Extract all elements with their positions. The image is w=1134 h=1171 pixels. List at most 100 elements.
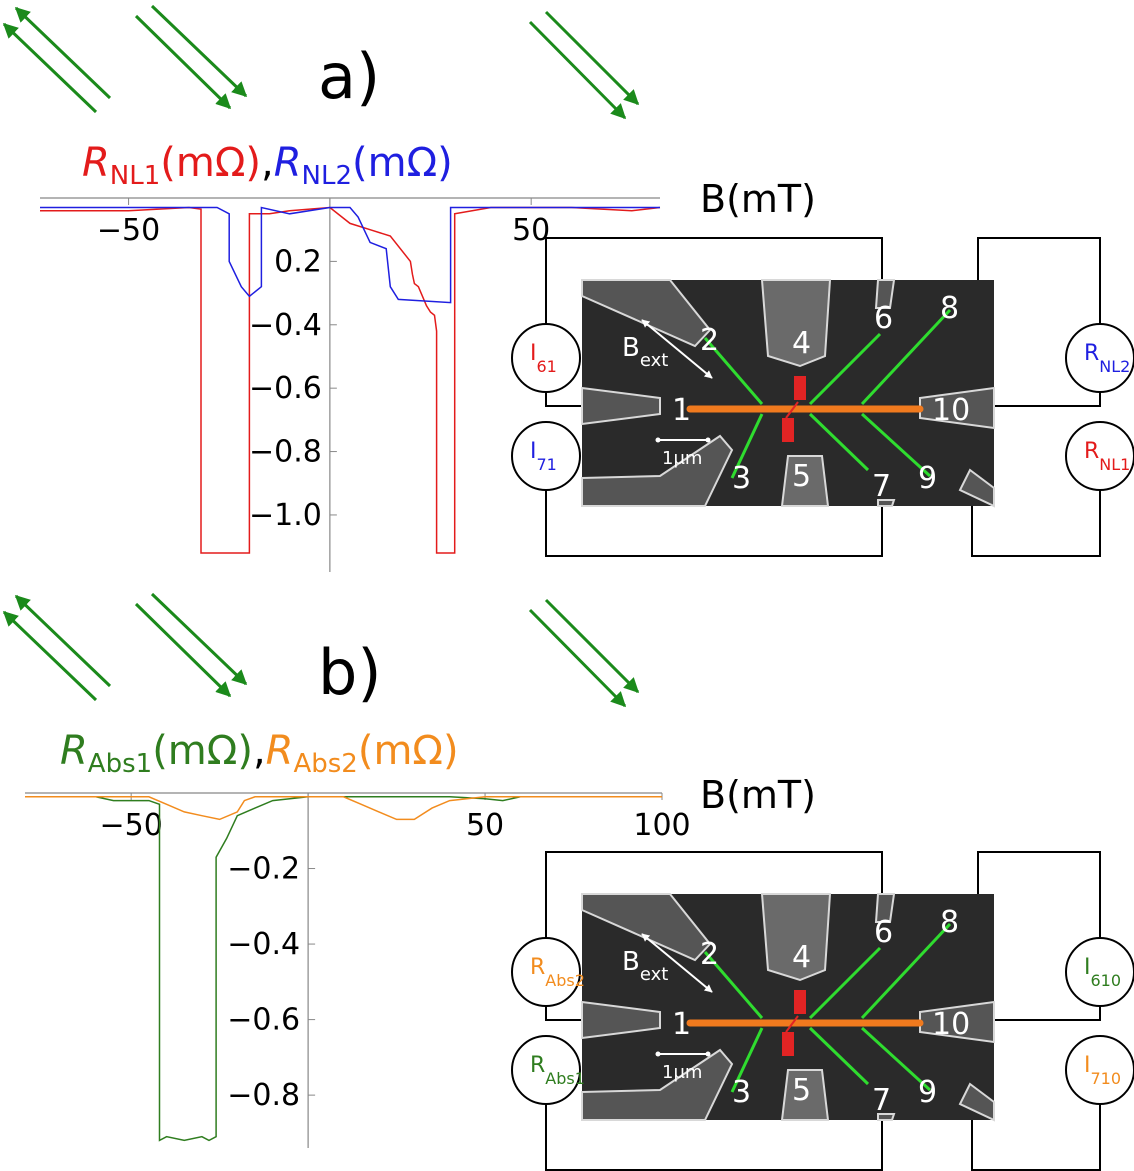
electrode-7-pad <box>877 499 896 507</box>
scale-bar-end <box>655 437 661 443</box>
electrode-5 <box>780 1069 830 1121</box>
panel-a-ylabel: RNL1(mΩ),RNL2(mΩ) <box>82 140 453 191</box>
meter-sub: 71 <box>537 455 557 474</box>
y-tick-label: −0.8 <box>227 1078 300 1113</box>
meter-sub: 61 <box>537 357 557 376</box>
contact-label-3: 3 <box>732 1075 751 1110</box>
series-line-r-abs1 <box>25 796 662 1142</box>
y-tick-label: −0.8 <box>249 435 322 470</box>
contact-label-1: 1 <box>672 393 691 428</box>
meter-label: RNL2 <box>1084 341 1130 376</box>
electrode-7-pad <box>877 1113 896 1121</box>
field-arrow <box>14 6 112 100</box>
field-arrow <box>2 610 98 702</box>
ylabel-b-s1-sub: Abs1 <box>88 749 152 779</box>
red-electrode-bottom <box>782 1032 794 1056</box>
field-arrow <box>134 602 232 698</box>
field-arrow <box>150 4 248 98</box>
contact-label-4: 4 <box>792 326 811 361</box>
field-arrow <box>134 14 232 110</box>
electrode-9 <box>958 468 995 508</box>
meter-label: RAbs1 <box>530 1053 585 1088</box>
ylabel-b-s1-unit: (mΩ) <box>152 728 253 774</box>
b-ext-label: Bext <box>622 947 668 985</box>
x-tick-label: −50 <box>100 808 163 843</box>
ylabel-a-sep: , <box>261 140 274 186</box>
lead-2 <box>703 337 764 405</box>
field-arrow <box>528 20 627 120</box>
meter-main: I <box>530 341 537 366</box>
red-connector <box>785 1015 799 1033</box>
y-tick-label: −0.6 <box>249 371 322 406</box>
meter-main: R <box>530 955 545 980</box>
ylabel-a-s2-unit: (mΩ) <box>352 140 453 186</box>
contact-label-2: 2 <box>700 323 719 358</box>
meter-main: R <box>1084 341 1099 366</box>
lead-3 <box>730 1027 764 1093</box>
circuit-wire <box>545 1082 883 1171</box>
b-ext-main: B <box>622 333 640 363</box>
ylabel-a-s1-unit: (mΩ) <box>160 140 261 186</box>
field-arrows-b <box>2 592 640 708</box>
electrode-3 <box>581 1048 734 1121</box>
electrode-1 <box>581 386 661 426</box>
meter-right-1 <box>1065 421 1134 491</box>
contact-label-2: 2 <box>700 937 719 972</box>
contact-label-8: 8 <box>940 291 959 326</box>
scale-bar-label: 1μm <box>662 448 702 469</box>
meter-sub: 610 <box>1091 971 1122 990</box>
contact-label-6: 6 <box>874 301 893 336</box>
lead-8 <box>860 308 952 406</box>
meter-label: I61 <box>530 341 557 376</box>
contact-label-10: 10 <box>932 393 970 428</box>
lead-7 <box>808 1026 870 1086</box>
contact-label-1: 1 <box>672 1007 691 1042</box>
electrode-1 <box>581 1000 661 1040</box>
meter-right-0 <box>1065 937 1134 1007</box>
contact-label-5: 5 <box>792 459 811 494</box>
meter-left-0 <box>511 323 581 393</box>
lead-8 <box>860 922 952 1020</box>
lead-9 <box>860 412 932 478</box>
field-arrow <box>544 598 640 694</box>
y-tick-label: −0.2 <box>227 852 300 887</box>
circuit-wire <box>971 468 1101 557</box>
meter-sub: NL2 <box>1099 357 1130 376</box>
circuit-wire <box>545 851 883 952</box>
red-connector <box>785 401 799 419</box>
meter-left-1 <box>511 421 581 491</box>
contact-label-10: 10 <box>932 1007 970 1042</box>
ylabel-b-s1-main: R <box>60 728 88 774</box>
x-tick-label: 50 <box>466 808 504 843</box>
ylabel-b-s2-main: R <box>266 728 294 774</box>
y-tick-label: −1.0 <box>249 498 322 533</box>
b-ext-arrow <box>641 933 713 993</box>
b-ext-label: Bext <box>622 333 668 371</box>
panel-b-xlabel: B(mT) <box>700 773 816 817</box>
field-arrow <box>528 608 627 708</box>
contact-label-9: 9 <box>918 461 937 496</box>
electrode-3 <box>581 434 734 507</box>
contact-label-7: 7 <box>872 469 891 504</box>
ylabel-a-s2-sub: NL2 <box>302 161 352 191</box>
circuit-wire <box>545 468 883 557</box>
series-line-r-nl1 <box>40 206 661 554</box>
y-tick-label: −0.4 <box>227 927 300 962</box>
red-electrode-bottom <box>782 418 794 442</box>
y-tick-label: 0.2 <box>274 244 322 279</box>
contact-label-4: 4 <box>792 940 811 975</box>
meter-sub: 710 <box>1091 1069 1122 1088</box>
panel-b-ylabel: RAbs1(mΩ),RAbs2(mΩ) <box>60 728 459 779</box>
meter-sub: NL1 <box>1099 455 1130 474</box>
circuit-wire <box>977 237 1101 338</box>
series-line-r-abs2 <box>25 796 662 821</box>
electrode-9 <box>958 1082 995 1122</box>
b-ext-main: B <box>622 947 640 977</box>
x-tick-label: 50 <box>512 213 550 248</box>
meter-label: I610 <box>1084 955 1121 990</box>
panel-b-label: b) <box>318 636 382 709</box>
